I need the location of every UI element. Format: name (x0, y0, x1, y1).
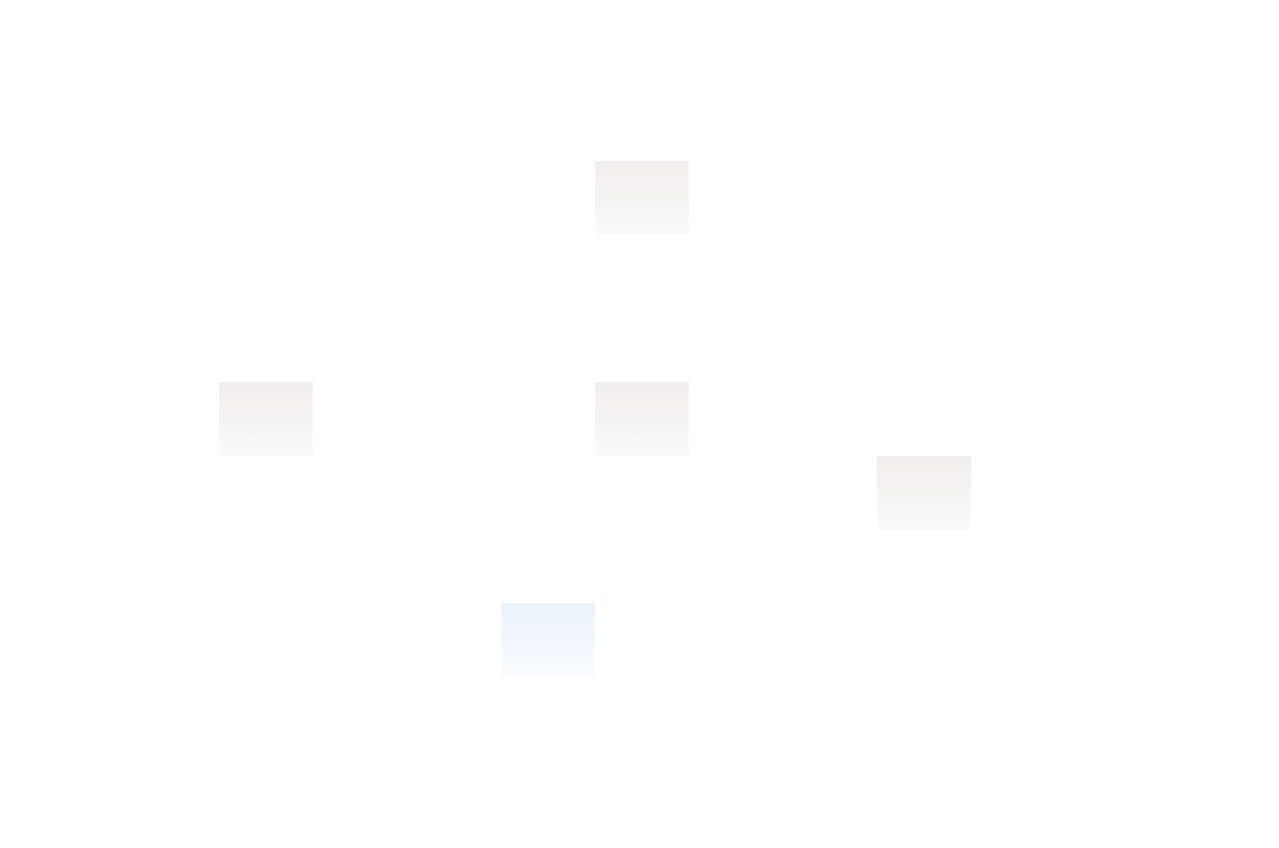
placeholder-tile[interactable] (877, 456, 971, 530)
placeholder-tile[interactable] (219, 382, 313, 456)
placeholder-tile[interactable] (595, 382, 689, 456)
placeholder-tile[interactable] (595, 161, 689, 235)
selected-placeholder-tile[interactable] (501, 603, 595, 677)
